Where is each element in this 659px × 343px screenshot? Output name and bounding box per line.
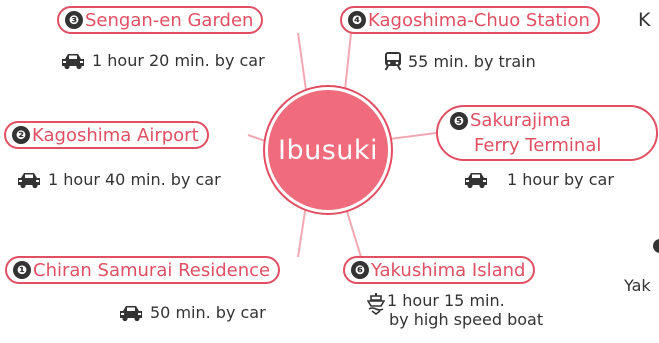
travel-text: 55 min. by train — [408, 51, 536, 71]
car-icon — [18, 172, 40, 188]
destination-chiran-samurai-residence[interactable]: ❶ Chiran Samurai Residence — [5, 256, 281, 284]
clipped-heading-text: K — [638, 9, 651, 31]
destination-name: Yakushima Island — [371, 259, 526, 281]
number-badge: ❻ — [351, 261, 369, 279]
car-icon — [465, 172, 487, 188]
connector-chuo — [344, 32, 352, 91]
destination-yakushima-island[interactable]: ❻ Yakushima Island — [343, 256, 536, 284]
number-badge: ❶ — [13, 261, 31, 279]
destination-sengan-en-garden[interactable]: ❸ Sengan-en Garden — [57, 6, 264, 34]
destination-name-line1: Sakurajima — [470, 110, 571, 131]
travel-text: 50 min. by car — [150, 303, 266, 322]
connector-sakurajima — [381, 132, 437, 141]
connector-chiran — [297, 204, 307, 258]
train-icon — [384, 52, 402, 71]
number-badge: ❷ — [12, 126, 30, 144]
connector-airport — [247, 134, 269, 143]
connector-yakushima — [344, 204, 362, 258]
travel-text: 1 hour by car — [507, 170, 614, 189]
destination-kagoshima-airport[interactable]: ❷ Kagoshima Airport — [4, 121, 209, 149]
number-badge: ❺ — [450, 111, 468, 130]
travel-time-yakushima: 1 hour 15 min. by high speed boat — [367, 291, 543, 329]
destination-name: Kagoshima Airport — [32, 124, 199, 146]
number-badge: ❸ — [65, 11, 83, 29]
travel-time-chiran: 50 min. by car — [118, 303, 266, 322]
destination-name-line2: Ferry Terminal — [474, 135, 602, 156]
connector-sengan — [297, 32, 307, 91]
destination-name: Kagoshima-Chuo Station — [368, 9, 590, 31]
travel-time-chuo: 55 min. by train — [384, 51, 536, 71]
travel-text-line1: 1 hour 15 min. — [387, 291, 505, 310]
hub-label: Ibusuki — [277, 134, 379, 166]
clipped-number-badge — [653, 239, 659, 253]
destination-kagoshima-chuo-station[interactable]: ❹ Kagoshima-Chuo Station — [340, 6, 600, 34]
destination-sakurajima-ferry-terminal[interactable]: ❺ Sakurajima Ferry Terminal — [436, 105, 658, 161]
travel-time-sengan: 1 hour 20 min. by car — [60, 51, 265, 70]
travel-time-airport: 1 hour 40 min. by car — [16, 170, 221, 189]
number-badge: ❹ — [348, 11, 366, 29]
travel-time-sakurajima: 1 hour by car — [463, 170, 614, 189]
car-icon — [120, 305, 142, 321]
destination-name: Chiran Samurai Residence — [33, 259, 271, 281]
destination-name: Sengan-en Garden — [85, 9, 254, 31]
boat-icon — [367, 293, 385, 315]
travel-text: 1 hour 40 min. by car — [48, 170, 221, 189]
ibusuki-hub: Ibusuki — [265, 87, 391, 213]
travel-text: 1 hour 20 min. by car — [92, 51, 265, 70]
clipped-label-text: Yak — [624, 276, 651, 295]
car-icon — [62, 53, 84, 69]
travel-text-line2: by high speed boat — [389, 310, 544, 329]
